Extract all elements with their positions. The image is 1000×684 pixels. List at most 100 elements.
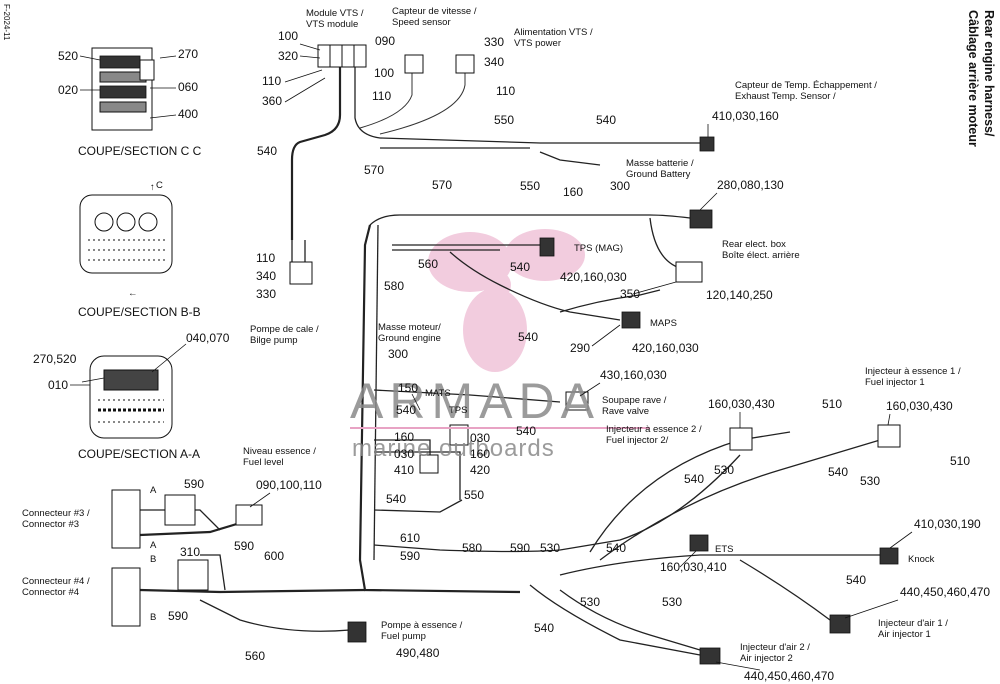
ref-510-b: 510	[950, 454, 970, 468]
ref-570-b: 570	[432, 178, 452, 192]
fuel-injector-2-connector	[729, 427, 753, 451]
label-air-injector-1: Injecteur d'air 1 /	[878, 618, 948, 629]
ref-540-h: 540	[684, 472, 704, 486]
section-bb-arrow-b: ←	[128, 288, 138, 299]
section-bb-caption: COUPE/SECTION B-B	[78, 305, 201, 319]
section-a-a: 270,520 040,070 010 COUPE/SECTION A-A	[33, 331, 230, 461]
ref-550-c: 550	[464, 488, 484, 502]
ref-540-a: 540	[257, 144, 277, 158]
ref-cc-400: 400	[178, 107, 198, 121]
rave-valve-connector	[565, 391, 589, 411]
label-rave-valve: Soupape rave /	[602, 395, 667, 406]
vts-power-connector	[455, 54, 475, 74]
ref-160030410: 160,030,410	[660, 560, 727, 574]
label-bilge-pump-en: Bilge pump	[250, 335, 298, 346]
ref-540-g: 540	[386, 492, 406, 506]
label-connector-3: Connecteur #3 /	[22, 508, 90, 519]
label-fuel-pump-en: Fuel pump	[381, 631, 426, 642]
ref-350: 350	[620, 287, 640, 301]
ref-340-a: 340	[484, 55, 504, 69]
label-vts-power-en: VTS power	[514, 38, 561, 49]
ref-410: 410	[394, 463, 414, 477]
ref-540-k: 540	[846, 573, 866, 587]
ref-aa-010: 010	[48, 378, 68, 392]
label-fuel-injector-1-en: Fuel injector 1	[865, 377, 925, 388]
ref-cc-060: 060	[178, 80, 198, 94]
ref-cc-520: 520	[58, 49, 78, 63]
maps-connector	[621, 311, 641, 329]
brand-watermark: ARMADA marine outboards	[350, 373, 650, 462]
ref-420: 420	[470, 463, 490, 477]
doc-code: F-2024-11	[2, 4, 11, 41]
component-labels: Module VTS / VTS module Capteur de vites…	[22, 6, 961, 664]
ref-300-a: 300	[610, 179, 630, 193]
ref-510-a: 510	[822, 397, 842, 411]
ref-280080130: 280,080,130	[717, 178, 784, 192]
tps-connector	[449, 424, 469, 446]
label-air-injector-2-en: Air injector 2	[740, 653, 793, 664]
label-air-injector-1-en: Air injector 1	[878, 629, 931, 640]
section-b-b: ↑ ← COUPE/SECTION B-B	[78, 182, 201, 319]
mats-connector	[419, 454, 439, 474]
ref-330-b: 330	[256, 287, 276, 301]
ref-110-b: 110	[372, 89, 391, 103]
harness-wires	[139, 60, 881, 656]
brand-name: ARMADA	[350, 373, 600, 429]
ref-030-b: 030	[470, 431, 490, 445]
label-ground-engine: Masse moteur/	[378, 322, 441, 333]
ref-530-e: 530	[662, 595, 682, 609]
ref-330-a: 330	[484, 35, 504, 49]
label-speed-sensor-en: Speed sensor	[392, 17, 451, 28]
label-vts-module-en: VTS module	[306, 19, 358, 30]
section-marker-b-bottom: B	[150, 612, 156, 623]
section-cc-caption: COUPE/SECTION C C	[78, 144, 202, 158]
ref-570-a: 570	[364, 163, 384, 177]
ref-540-e: 540	[396, 403, 416, 417]
label-connector-4-en: Connector #4	[22, 587, 79, 598]
ref-600: 600	[264, 549, 284, 563]
leader-lines	[249, 43, 913, 671]
brand-propeller-logo	[428, 229, 585, 372]
ref-410030160: 410,030,160	[712, 109, 779, 123]
label-connector-3-en: Connector #3	[22, 519, 79, 530]
ref-100-b: 100	[374, 66, 394, 80]
ref-aa-040070: 040,070	[186, 331, 230, 345]
air-injector-1-connector	[829, 614, 851, 634]
drawing-title: Rear engine harness/ Câblage arrière mot…	[966, 10, 996, 147]
label-fuel-injector-2: Injecteur à essence 2 /	[606, 424, 702, 435]
ref-550-a: 550	[494, 113, 514, 127]
ref-540-c: 540	[510, 260, 530, 274]
section-aa-caption: COUPE/SECTION A-A	[78, 447, 200, 461]
label-fuel-pump: Pompe à essence /	[381, 620, 463, 631]
label-tps: TPS	[449, 405, 467, 416]
label-ground-engine-en: Ground engine	[378, 333, 441, 344]
bilge-pump-connector	[289, 261, 313, 285]
label-rave-valve-en: Rave valve	[602, 406, 649, 417]
label-speed-sensor: Capteur de vitesse /	[392, 6, 477, 17]
ref-540-j: 540	[606, 541, 626, 555]
ref-360: 360	[262, 94, 282, 108]
connector-4	[111, 567, 141, 627]
title-line-1: Rear engine harness/	[982, 10, 996, 137]
ref-530-d: 530	[580, 595, 600, 609]
ref-300-b: 300	[388, 347, 408, 361]
label-knock: Knock	[908, 554, 935, 565]
speed-sensor-connector	[404, 54, 424, 74]
section-marker-c: C	[156, 180, 163, 191]
connector-3	[111, 489, 141, 549]
ref-540-l: 540	[534, 621, 554, 635]
ref-410030190: 410,030,190	[914, 517, 981, 531]
ref-160-b: 160	[394, 430, 414, 444]
ref-550-b: 550	[520, 179, 540, 193]
fuel-injector-1-connector	[877, 424, 901, 448]
ref-590-c: 590	[168, 609, 188, 623]
ref-560-b: 560	[245, 649, 265, 663]
label-maps: MAPS	[650, 318, 677, 329]
ref-420160030-a: 420,160,030	[560, 270, 627, 284]
ref-580-a: 580	[384, 279, 404, 293]
label-air-injector-2: Injecteur d'air 2 /	[740, 642, 810, 653]
ref-340-b: 340	[256, 269, 276, 283]
ref-320: 320	[278, 49, 298, 63]
ref-490480: 490,480	[396, 646, 440, 660]
